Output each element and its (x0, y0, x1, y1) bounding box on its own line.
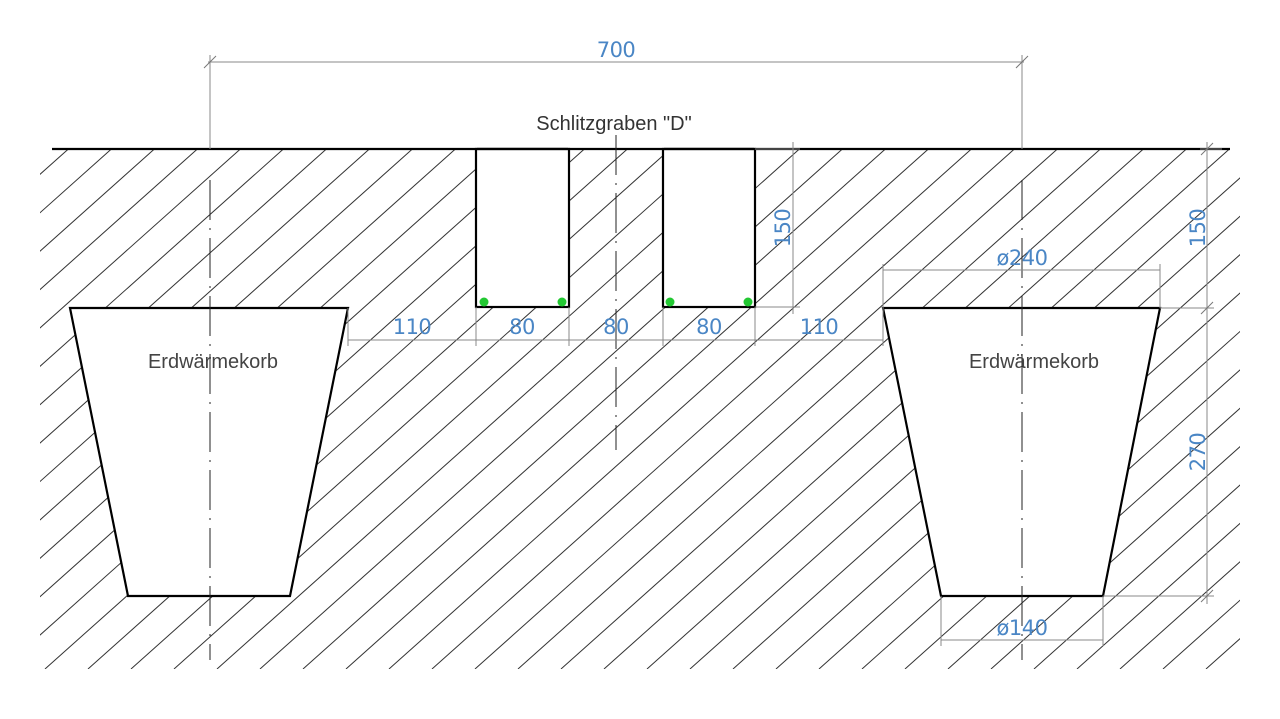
left-trench (474, 147, 571, 309)
hatch-line (40, 149, 198, 291)
trench-width-left-label: 80 (509, 315, 535, 339)
right-vertical-dimension (1103, 142, 1222, 604)
hatch-line (40, 149, 370, 444)
overall-width-label: 700 (597, 38, 636, 62)
trench-gap-label: 80 (603, 315, 629, 339)
trench-width-right-label: 80 (696, 315, 722, 339)
hatch-line (40, 149, 241, 329)
hatch-line (388, 149, 972, 669)
hatch-line (40, 149, 155, 252)
hatch-line (0, 149, 25, 669)
right-basket-label: Erdwärmekorb (969, 351, 1099, 373)
top-diameter-label: ø240 (997, 246, 1048, 270)
trench-depth-dimension (755, 142, 800, 314)
trench-depth-label: 150 (771, 209, 795, 248)
horizontal-chain-dimension (347, 307, 884, 346)
pipe-dot (743, 297, 753, 307)
hatch-line (1033, 484, 1240, 669)
overall-width-dimension (203, 55, 1029, 149)
hatch-line (431, 149, 1015, 669)
left-basket-label: Erdwärmekorb (148, 351, 278, 373)
pipe-dot (665, 297, 675, 307)
offset-left-label: 110 (393, 315, 432, 339)
bottom-diameter-label: ø140 (997, 616, 1048, 640)
right-trench (661, 147, 757, 309)
hatch-line (517, 149, 1101, 669)
offset-right-label: 110 (800, 315, 839, 339)
hatch-line (1076, 522, 1240, 669)
pipe-dot (479, 297, 489, 307)
bottom-diameter-dimension (940, 596, 1104, 646)
hatch-line (40, 149, 284, 367)
hatch-line (302, 149, 886, 669)
basket-top-depth-label: 150 (1186, 209, 1210, 248)
hatch-line (1162, 599, 1240, 669)
hatch-line (1249, 149, 1280, 669)
top-diameter-dimension (882, 264, 1161, 308)
hatch-line (560, 149, 1144, 669)
hatch-line (40, 149, 327, 406)
hatch-line (474, 149, 1058, 669)
basket-height-label: 270 (1186, 433, 1210, 472)
diagram-title: Schlitzgraben "D" (536, 113, 691, 135)
hatch-line (1205, 637, 1240, 669)
pipe-dot (557, 297, 567, 307)
left-basket (68, 306, 350, 598)
hatch-line (345, 149, 929, 669)
hatch-line (1119, 561, 1240, 669)
hatch-line (40, 149, 69, 176)
hatch-line (603, 149, 1187, 669)
